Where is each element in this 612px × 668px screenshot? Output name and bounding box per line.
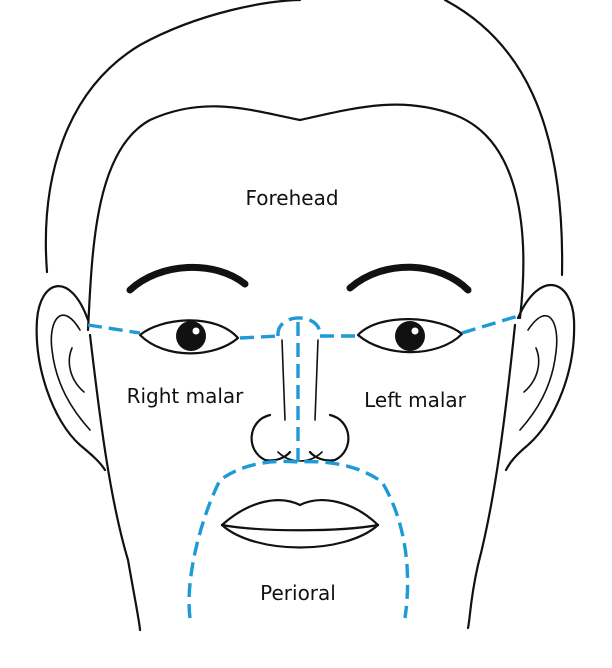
right-eye <box>138 319 240 355</box>
left-eyebrow <box>346 263 472 294</box>
forehead-label: Forehead <box>245 186 338 210</box>
face-outline <box>44 0 564 632</box>
nasal-bridge-boundary <box>276 316 322 337</box>
region-boundaries <box>87 314 519 619</box>
left-malar-label: Left malar <box>364 388 467 412</box>
right-malar-boundary <box>87 323 279 340</box>
left-ear <box>504 284 576 472</box>
right-malar-label: Right malar <box>127 384 245 408</box>
perioral-label: Perioral <box>260 581 336 605</box>
mouth <box>220 499 380 549</box>
left-malar-boundary <box>320 314 519 338</box>
perioral-boundary <box>187 459 410 619</box>
nose <box>250 339 350 462</box>
left-eye <box>356 318 464 354</box>
right-ear <box>35 285 107 472</box>
right-eyebrow <box>126 264 249 294</box>
